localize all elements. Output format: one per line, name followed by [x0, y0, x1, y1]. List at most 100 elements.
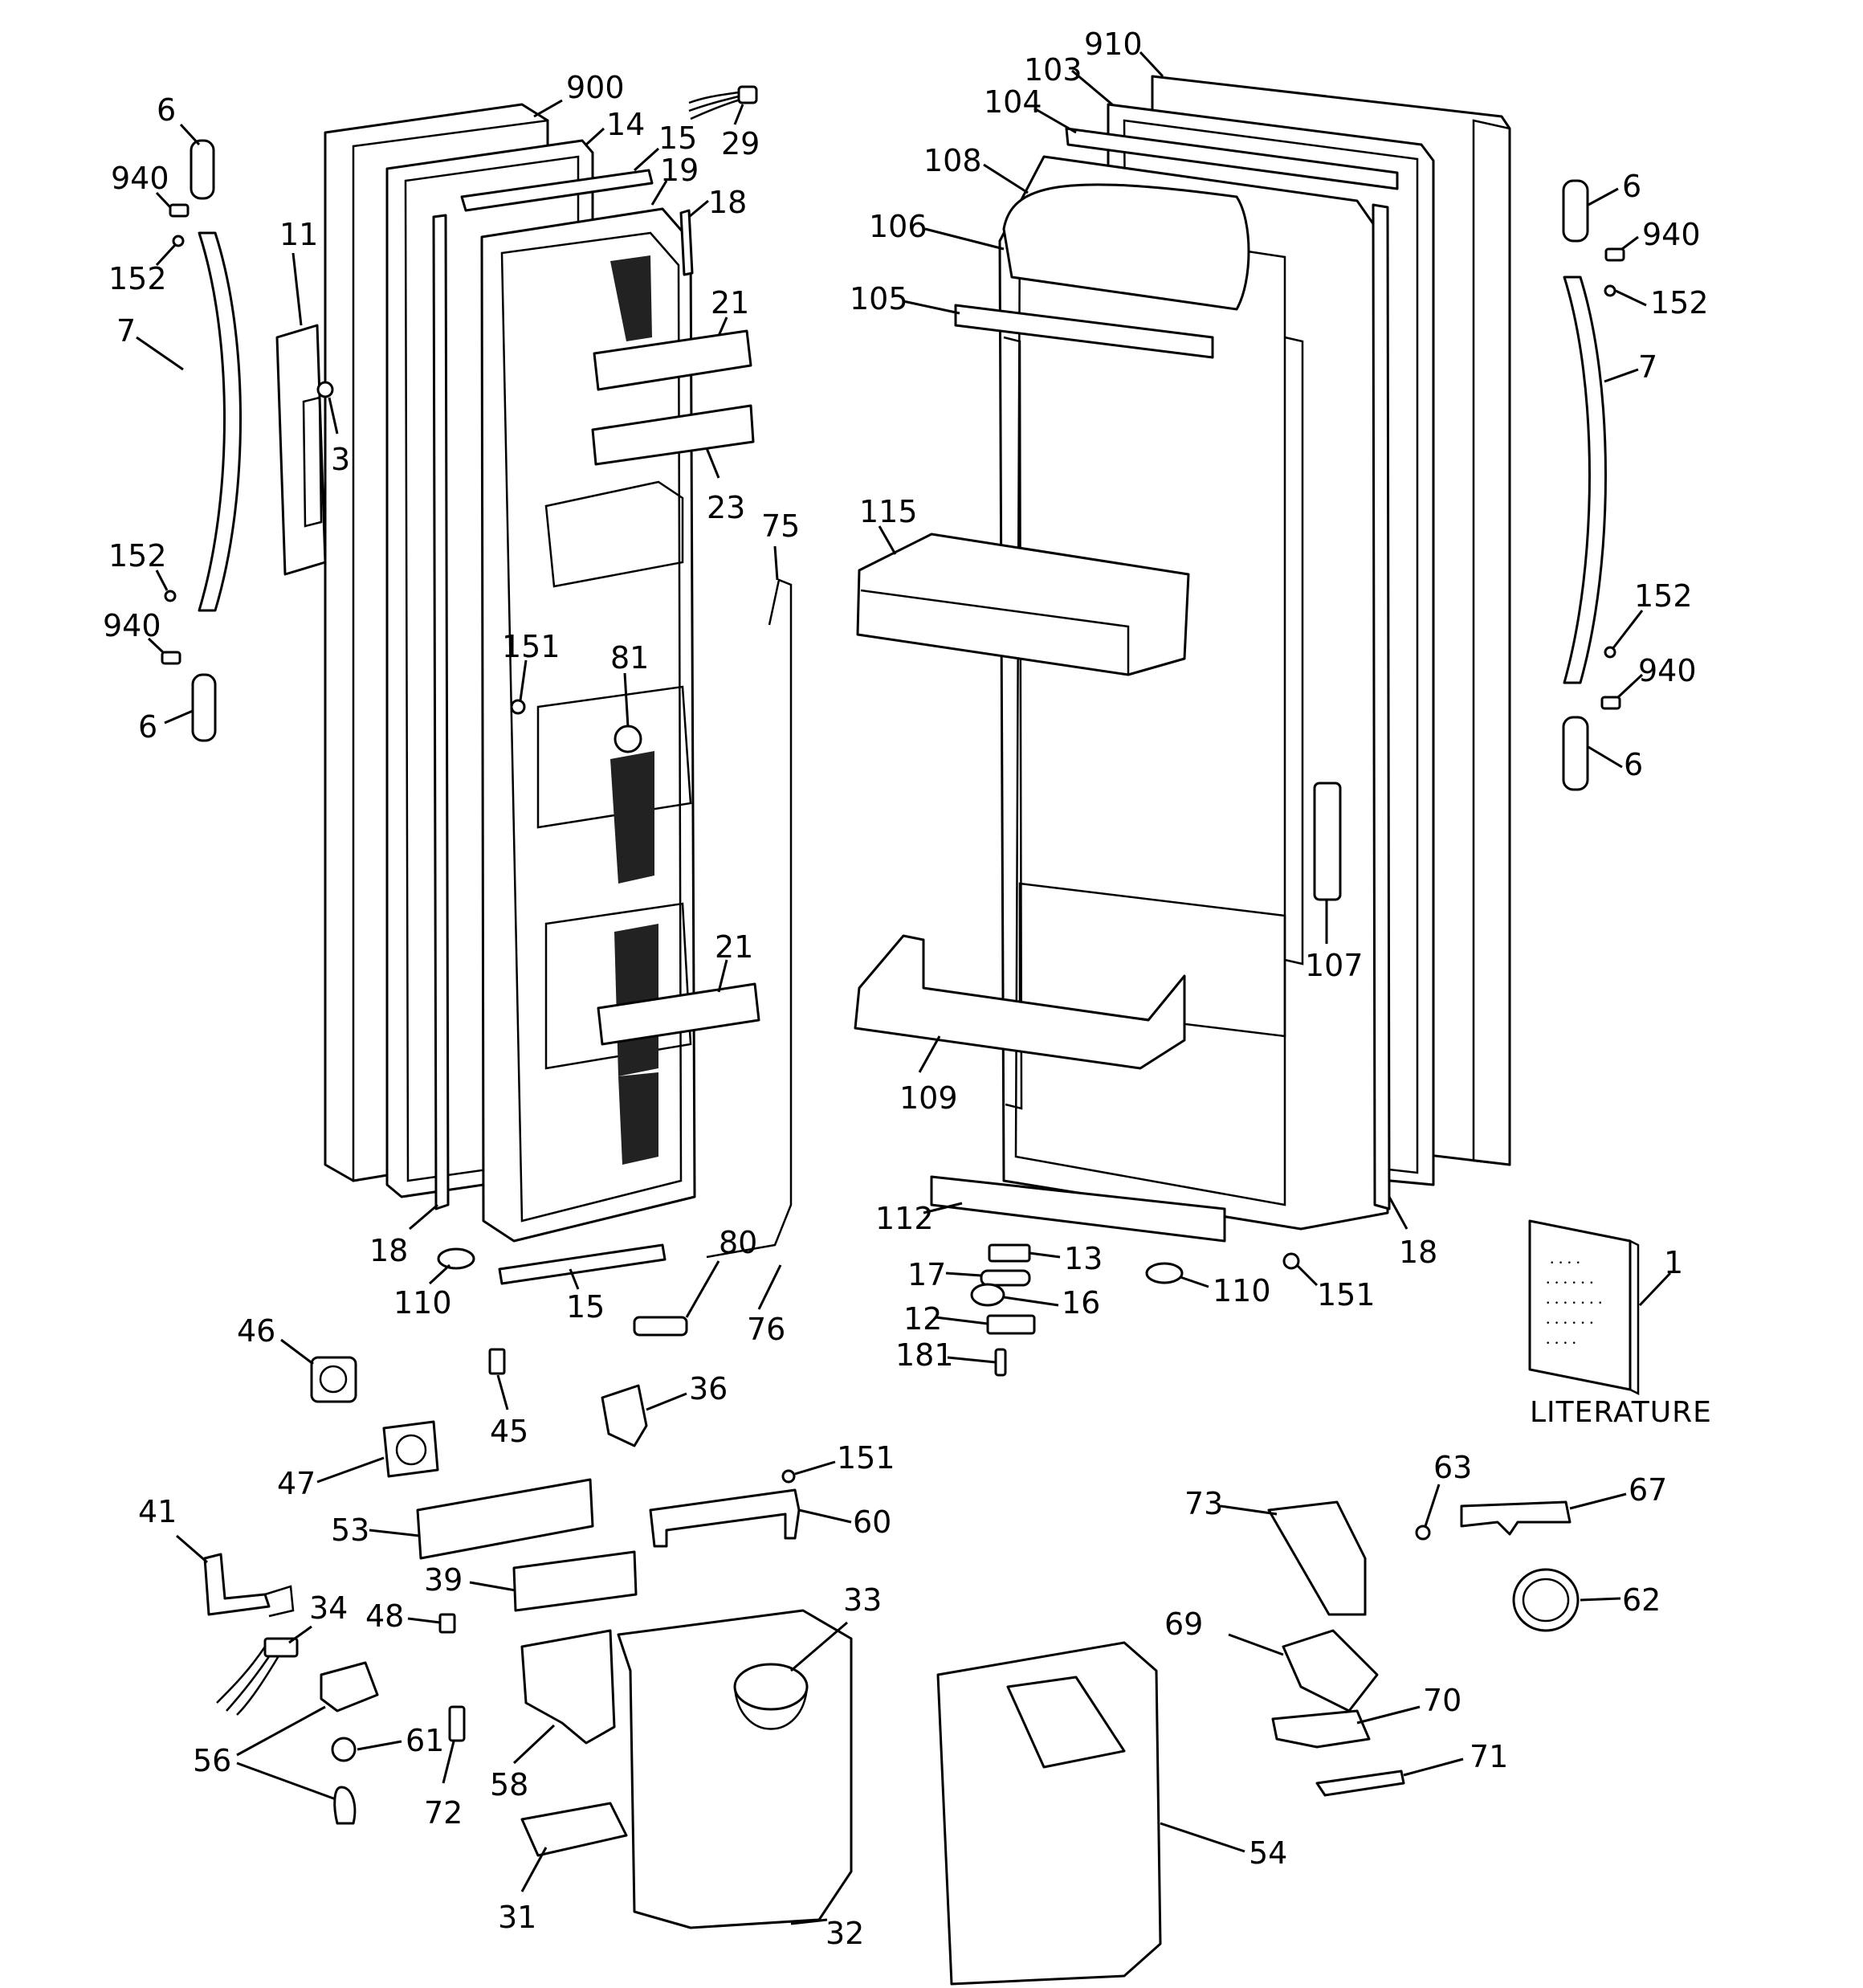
label-110-right: 110 [1213, 1273, 1271, 1308]
part-23-bar [591, 404, 755, 466]
label-32: 32 [826, 1916, 864, 1951]
fresh-food-door-assembly [854, 75, 1511, 1377]
part-60-rail [649, 1488, 801, 1548]
label-67: 67 [1629, 1472, 1667, 1508]
label-58: 58 [490, 1767, 528, 1802]
part-115-door-bin [856, 533, 1190, 676]
part-910-door-face [1472, 119, 1511, 1166]
lead-80 [685, 1260, 720, 1318]
liner-shelf-middle [536, 685, 692, 829]
lead-21-top [717, 316, 728, 337]
lead-34 [288, 1625, 312, 1644]
part-106-dairy-door [1002, 183, 1250, 311]
part-7-handle-left [198, 231, 242, 612]
label-80: 80 [719, 1225, 757, 1260]
liner-shelf-upper [544, 480, 684, 588]
label-7-right: 7 [1638, 349, 1657, 385]
part-69-door [1282, 1629, 1379, 1712]
liner-lower-bin-outline [1018, 882, 1286, 1038]
lead-61 [357, 1740, 402, 1751]
lead-15-top [633, 147, 660, 172]
label-11: 11 [279, 217, 318, 252]
lead-53 [369, 1529, 420, 1537]
part-70-bracket [1271, 1709, 1371, 1749]
part-151-screw-left [510, 699, 526, 715]
part-13-hinge-plate [988, 1243, 1031, 1263]
part-80-fitting [633, 1316, 688, 1337]
label-16: 16 [1062, 1285, 1100, 1321]
lead-13 [1029, 1251, 1061, 1259]
part-81-grommet [614, 725, 642, 753]
label-900: 900 [566, 70, 625, 105]
lead-103 [1071, 69, 1113, 106]
part-109-door-bin [854, 934, 1186, 1070]
label-31: 31 [498, 1900, 536, 1935]
lead-112 [923, 1202, 963, 1214]
part-940-clip-bottom-left [161, 651, 181, 665]
label-70: 70 [1423, 1683, 1461, 1718]
lead-81 [623, 672, 630, 728]
lead-151-middle [794, 1460, 836, 1476]
label-103: 103 [1024, 52, 1082, 88]
label-104: 104 [984, 84, 1042, 120]
label-112: 112 [875, 1201, 934, 1236]
part-18-right-door-strip [1372, 203, 1391, 1210]
label-54: 54 [1249, 1835, 1287, 1871]
part-39-board [512, 1550, 638, 1612]
part-17-bushing [980, 1269, 1031, 1287]
lead-72 [442, 1741, 455, 1784]
part-18-right-strip [679, 209, 694, 276]
lead-940-top-left [155, 191, 172, 209]
label-60: 60 [853, 1504, 891, 1540]
part-46-knob-dial [319, 1365, 348, 1394]
part-11-bracket [275, 324, 327, 576]
label-18-bottom-left: 18 [369, 1233, 408, 1268]
booklet-text-line-1: • • • • [1550, 1259, 1580, 1268]
label-41: 41 [138, 1494, 177, 1529]
label-47: 47 [277, 1466, 316, 1501]
part-63-spring [1415, 1525, 1431, 1541]
part-18-left-strip [432, 214, 450, 1210]
part-71-pin [1315, 1770, 1405, 1797]
part-54-opening [1006, 1676, 1126, 1769]
lead-152-top-left [155, 243, 177, 267]
lead-45 [496, 1374, 509, 1410]
part-11-bracket-detail [302, 396, 323, 528]
part-6-endcap-bottom-right [1562, 716, 1589, 791]
label-3: 3 [331, 442, 350, 477]
lead-39 [469, 1581, 516, 1592]
lead-7-left [136, 336, 184, 371]
part-41-lever [203, 1553, 271, 1616]
part-3-plug [316, 381, 334, 398]
lead-23 [705, 447, 720, 479]
lead-48 [407, 1617, 441, 1624]
part-46-knob [310, 1356, 357, 1403]
part-33-funnel [733, 1663, 809, 1711]
lead-105 [903, 300, 960, 315]
lead-21-bottom [717, 959, 728, 993]
label-109: 109 [899, 1080, 958, 1116]
part-940-clip-top-right [1604, 247, 1625, 262]
lead-58 [512, 1724, 556, 1765]
label-81: 81 [610, 640, 649, 676]
label-152-bottom-left: 152 [108, 538, 167, 574]
part-6-endcap-top-right [1562, 179, 1589, 243]
lead-12 [935, 1316, 989, 1325]
lead-15-bottom [569, 1268, 580, 1290]
label-105: 105 [850, 281, 908, 316]
liner-shading-top [610, 255, 652, 341]
part-33-funnel-body [733, 1686, 809, 1730]
part-34-harness [216, 1646, 281, 1716]
label-115: 115 [859, 494, 918, 529]
label-107: 107 [1305, 948, 1364, 983]
part-21-lower-bar [597, 982, 760, 1046]
label-940-bottom-left: 940 [103, 608, 161, 643]
lead-108 [983, 163, 1029, 194]
label-23: 23 [707, 490, 745, 525]
lead-60 [798, 1508, 852, 1524]
label-151-right: 151 [1317, 1277, 1376, 1312]
label-106: 106 [869, 209, 927, 244]
lead-900 [533, 99, 563, 118]
part-47-plate-hole [395, 1434, 427, 1466]
part-151-screw-middle [781, 1469, 796, 1484]
